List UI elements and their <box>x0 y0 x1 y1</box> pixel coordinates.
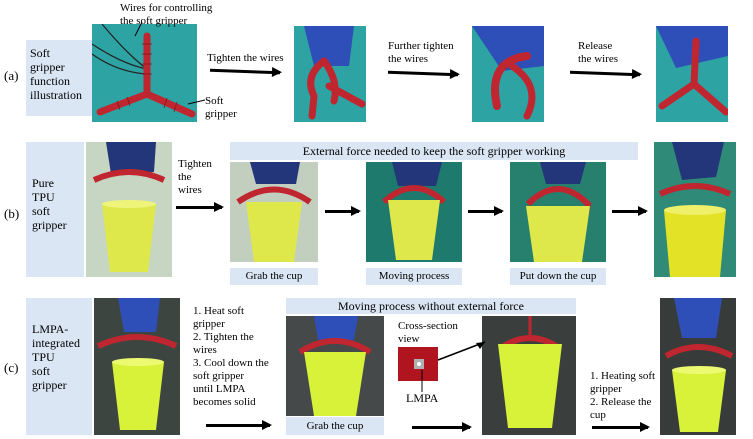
cross-section-label: Cross-section view <box>398 320 458 345</box>
photo-pure-tpu-start <box>86 142 172 277</box>
row-a-arrow-3 <box>569 70 641 77</box>
row-a-title: Soft gripper function illustration <box>30 46 82 102</box>
row-c-banner-text: Moving process without external force <box>338 299 524 313</box>
row-b-arrow-2 <box>325 206 361 216</box>
row-b-step-tighten: Tighten the wires <box>178 158 212 196</box>
row-c-arrow-1 <box>206 420 272 430</box>
panel-label-c: (c) <box>4 360 19 375</box>
row-c-steps: 1. Heat soft gripper 2. Tighten the wire… <box>193 305 269 408</box>
row-c-release-steps: 1. Heating soft gripper 2. Release the c… <box>590 370 656 421</box>
row-b-title-box <box>26 142 84 277</box>
lmpa-label: LMPA <box>406 391 439 405</box>
photo-pure-tpu-released <box>654 142 736 277</box>
photo-gripper-tightened <box>294 26 366 122</box>
photo-lmpa-start <box>94 298 180 435</box>
photo-lmpa-grab <box>286 316 384 416</box>
row-a-arrow-2 <box>387 70 459 77</box>
row-a-arrow-1 <box>209 68 281 75</box>
photo-pure-tpu-grab <box>230 162 318 262</box>
row-a-step-release: Release the wires <box>578 40 619 65</box>
row-c-title: LMPA- integrated TPU soft gripper <box>32 322 80 392</box>
photo-gripper-further-tightened <box>472 26 544 122</box>
row-b-caption-moving: Moving process <box>366 268 462 285</box>
row-c-title-box <box>26 298 92 435</box>
row-b-title: Pure TPU soft gripper <box>32 176 67 232</box>
photo-lmpa-released <box>660 298 736 435</box>
photo-gripper-released <box>656 26 728 122</box>
row-c-arrow-2 <box>412 422 472 432</box>
row-c-banner <box>286 298 576 314</box>
photo-pure-tpu-put-down <box>510 162 606 262</box>
panel-label-b: (b) <box>4 206 20 221</box>
panel-label-a: (a) <box>4 68 19 83</box>
row-c-arrow-3 <box>592 422 650 432</box>
row-c-caption-grab: Grab the cup <box>286 417 384 435</box>
row-b-banner <box>230 142 638 160</box>
wires-label: Wires for controlling the soft gripper <box>120 2 213 27</box>
row-a-title-box <box>26 40 92 116</box>
soft-gripper-label: Soft gripper <box>205 95 237 120</box>
row-b-caption-grab: Grab the cup <box>230 268 318 285</box>
row-b-arrow-4 <box>612 206 648 216</box>
row-a-step-tighten: Tighten the wires <box>207 52 284 64</box>
row-b-caption-put-down: Put down the cup <box>510 268 606 285</box>
photo-cross-section <box>398 347 438 381</box>
photo-gripper-illustration <box>92 24 197 122</box>
row-a-step-further: Further tighten the wires <box>388 40 454 65</box>
photo-pure-tpu-moving <box>366 162 462 262</box>
photo-lmpa-moving <box>482 316 576 435</box>
row-b-arrow-1 <box>176 202 224 212</box>
row-b-arrow-3 <box>468 206 504 216</box>
row-b-banner-text: External force needed to keep the soft g… <box>302 144 566 158</box>
